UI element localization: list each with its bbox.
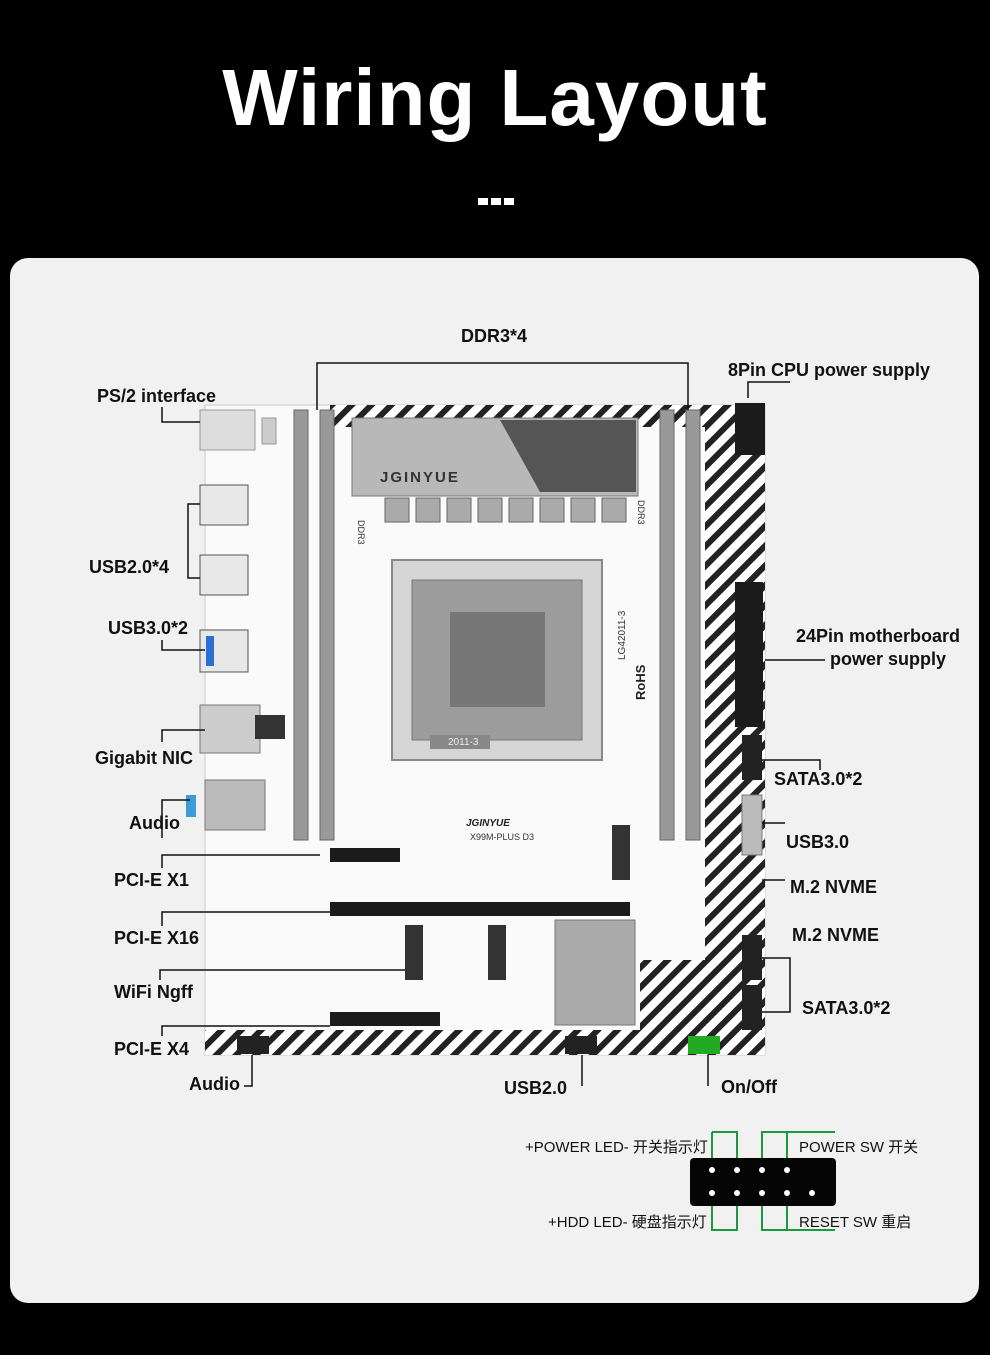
atx-power-connector bbox=[735, 582, 763, 727]
label-hdd-led: +HDD LED- 硬盘指示灯 bbox=[548, 1211, 707, 1232]
label-audio-left: Audio bbox=[129, 813, 180, 834]
label-pcie-x1: PCI-E X1 bbox=[114, 870, 189, 891]
rohs-mark: RoHS bbox=[633, 664, 648, 700]
pcie-x16-slot bbox=[330, 902, 630, 916]
label-mb-power-1: 24Pin motherboard bbox=[796, 626, 960, 647]
ddr-right-mark: DDR3 bbox=[636, 500, 646, 525]
label-wifi: WiFi Ngff bbox=[114, 982, 193, 1003]
label-usb20x4: USB2.0*4 bbox=[89, 557, 169, 578]
label-gigabit-nic: Gigabit NIC bbox=[95, 748, 193, 769]
label-power-sw: POWER SW 开关 bbox=[799, 1136, 918, 1157]
label-onoff: On/Off bbox=[721, 1077, 777, 1098]
label-power-led: +POWER LED- 开关指示灯 bbox=[525, 1136, 708, 1157]
label-cpu-power: 8Pin CPU power supply bbox=[728, 360, 930, 381]
label-usb30: USB3.0 bbox=[786, 832, 849, 853]
label-pcie-x4: PCI-E X4 bbox=[114, 1039, 189, 1060]
label-usb20: USB2.0 bbox=[504, 1078, 567, 1099]
label-sata-bottom: SATA3.0*2 bbox=[802, 998, 890, 1019]
pcie-x4-slot bbox=[330, 1012, 440, 1026]
model-mark: X99M-PLUS D3 bbox=[470, 832, 534, 842]
sata-top-connector bbox=[742, 735, 762, 780]
label-mb-power-2: power supply bbox=[830, 649, 946, 670]
usb20-header bbox=[565, 1036, 597, 1054]
label-m2-a: M.2 NVME bbox=[790, 877, 877, 898]
m2-slot-a bbox=[488, 925, 506, 980]
label-usb30x2: USB3.0*2 bbox=[108, 618, 188, 639]
label-ddr: DDR3*4 bbox=[461, 326, 527, 347]
label-audio-bottom: Audio bbox=[189, 1074, 240, 1095]
label-ps2: PS/2 interface bbox=[97, 386, 216, 407]
ddr-left-mark: DDR3 bbox=[356, 520, 366, 545]
brand-heatsink: JGINYUE bbox=[380, 469, 460, 486]
sata-bottom-connector bbox=[742, 935, 762, 980]
front-panel-header bbox=[688, 1036, 720, 1054]
wifi-slot bbox=[405, 925, 423, 980]
cpu-socket bbox=[392, 560, 602, 760]
socket-mark: LG42011-3 bbox=[617, 610, 628, 660]
cpu-power-connector bbox=[735, 403, 765, 455]
label-sata-top: SATA3.0*2 bbox=[774, 769, 862, 790]
usb30-header bbox=[742, 795, 762, 855]
chipset-heatsink bbox=[555, 920, 635, 1025]
cpu-mark: 2011-3 bbox=[448, 737, 479, 748]
m2-slot-b bbox=[612, 825, 630, 880]
pcie-x1-slot bbox=[330, 848, 400, 862]
brand-board: JGINYUE bbox=[466, 818, 510, 829]
label-m2-b: M.2 NVME bbox=[792, 925, 879, 946]
label-reset-sw: RESET SW 重启 bbox=[799, 1211, 911, 1232]
label-pcie-x16: PCI-E X16 bbox=[114, 928, 199, 949]
sata-bottom-connector-2 bbox=[742, 985, 762, 1030]
audio-header bbox=[237, 1036, 269, 1054]
